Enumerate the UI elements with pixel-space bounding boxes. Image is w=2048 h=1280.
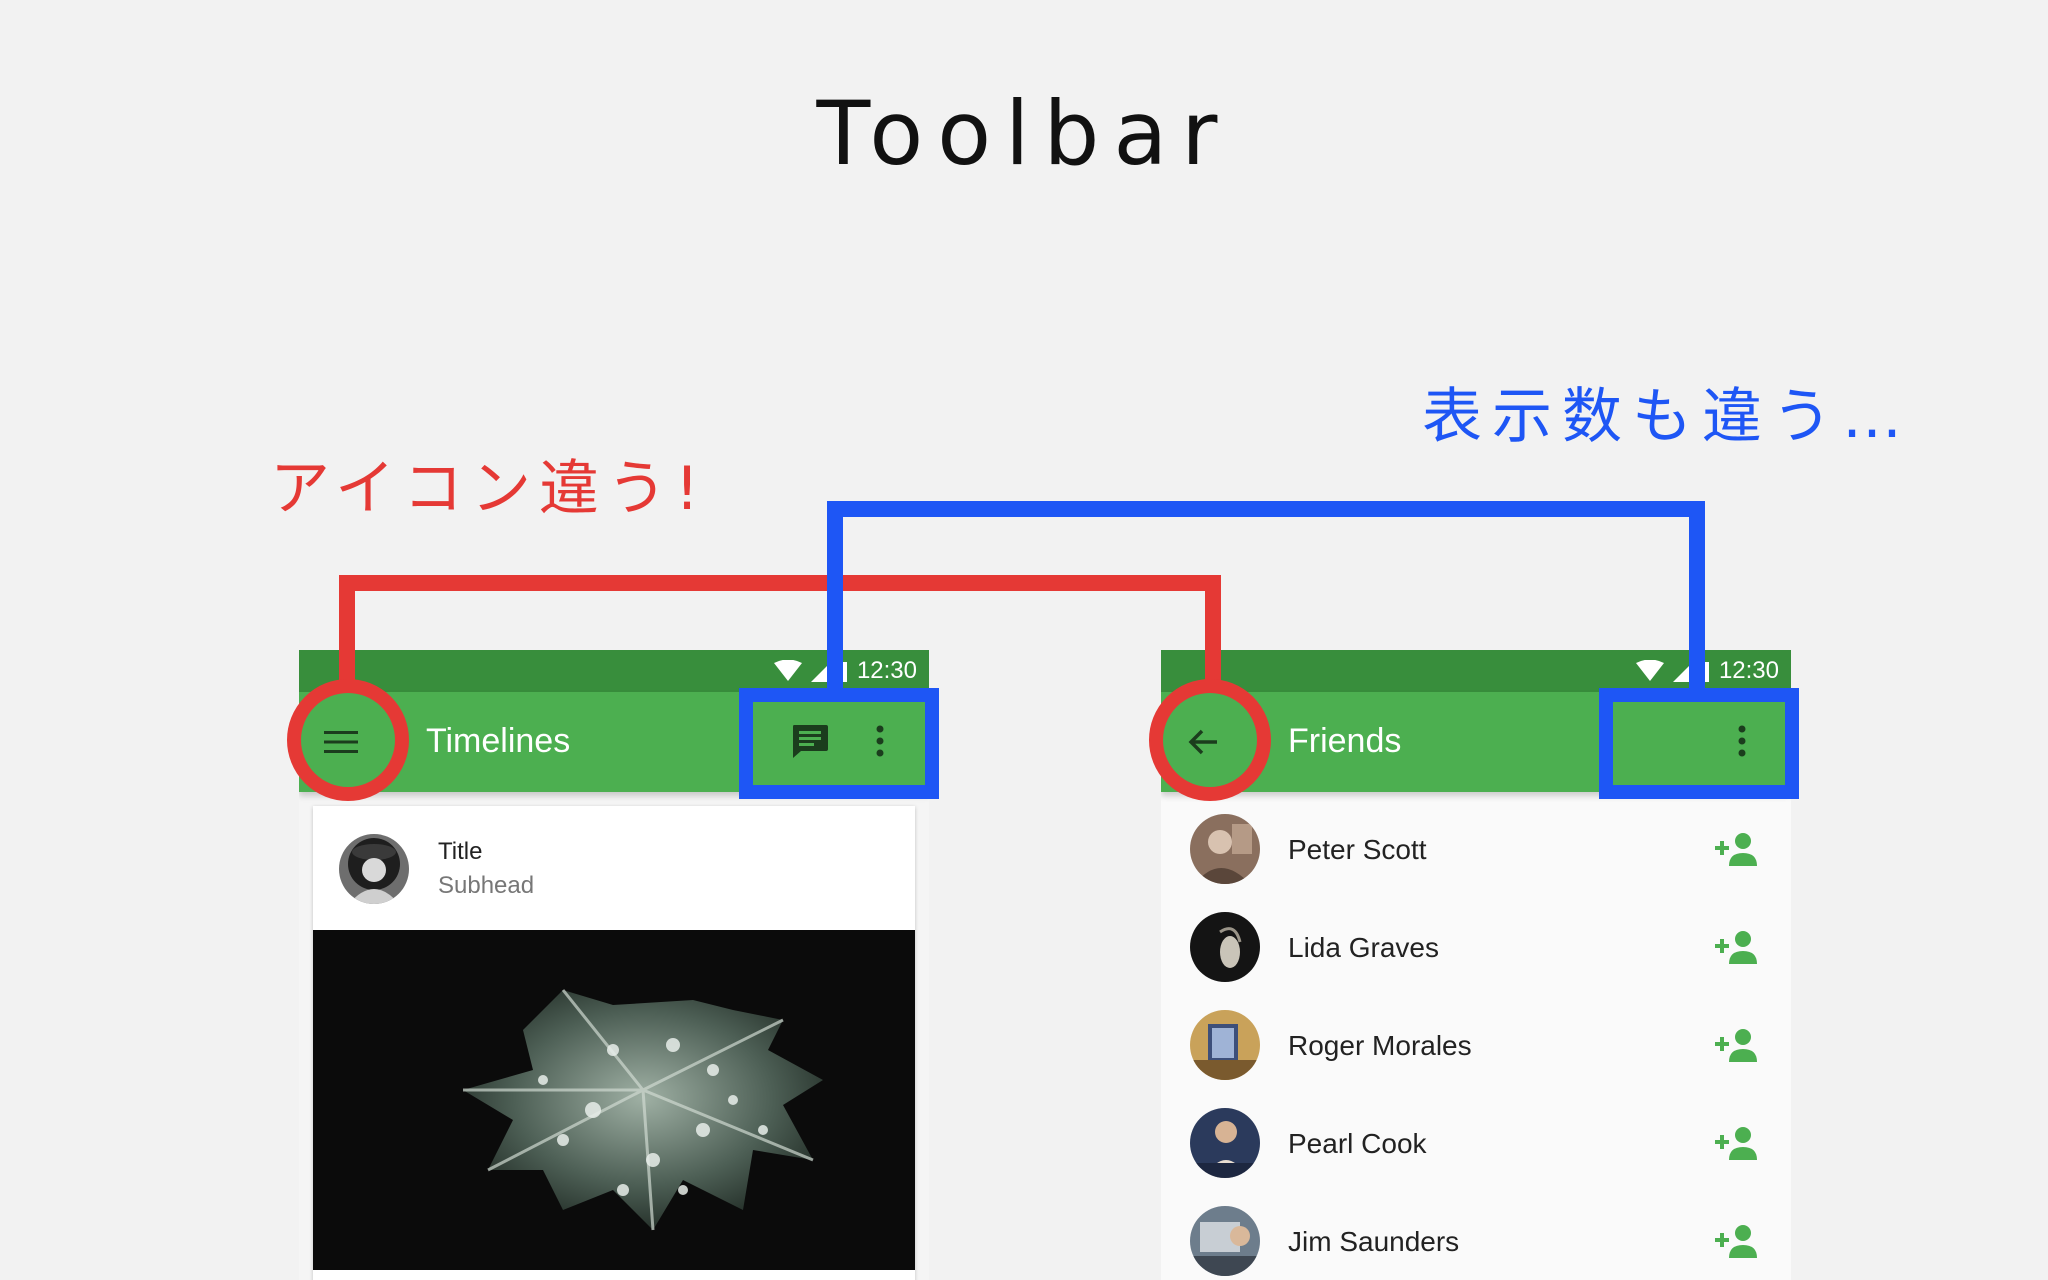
more-vert-icon [1738, 725, 1746, 757]
card-header: Title Subhead [313, 806, 915, 930]
toolbar-title: Friends [1288, 722, 1402, 760]
list-item[interactable]: Peter Scott [1161, 800, 1791, 898]
list-item[interactable]: Lida Graves [1161, 898, 1791, 996]
chat-button[interactable] [785, 716, 835, 766]
list-item[interactable]: Jim Saunders [1161, 1192, 1791, 1280]
status-time: 12:30 [856, 657, 917, 684]
battery-icon [842, 662, 847, 682]
timelines-screen: 12:30 Timelines [299, 650, 929, 1280]
toolbar: Friends [1161, 692, 1791, 792]
timeline-card[interactable]: Title Subhead [313, 806, 915, 1280]
friend-name: Pearl Cook [1288, 1128, 1427, 1159]
list-item[interactable]: Roger Morales [1161, 996, 1791, 1094]
battery-icon [1704, 662, 1709, 682]
avatar [1190, 814, 1260, 884]
list-item[interactable]: Pearl Cook [1161, 1094, 1791, 1192]
avatar [1190, 1108, 1260, 1178]
card-title: Title [438, 838, 483, 865]
signal-icon [810, 660, 833, 682]
friend-name: Roger Morales [1288, 1030, 1472, 1061]
avatar [1190, 1206, 1260, 1276]
card-subhead: Subhead [438, 872, 535, 899]
annotation-icon-differs: アイコン違う! [270, 454, 708, 524]
toolbar: Timelines [299, 692, 929, 792]
arrow-back-icon [1188, 729, 1217, 755]
person-add-icon[interactable] [1715, 928, 1759, 968]
status-time: 12:30 [1718, 657, 1779, 684]
more-options-button[interactable] [855, 716, 905, 766]
person-add-icon[interactable] [1715, 1222, 1759, 1262]
annotation-count-differs: 表示数も違う… [1422, 382, 1912, 452]
menu-button[interactable] [313, 714, 369, 770]
avatar [339, 834, 409, 904]
status-bar: 12:30 [299, 650, 929, 692]
more-options-button[interactable] [1717, 716, 1767, 766]
wifi-icon [1635, 660, 1664, 681]
friend-name: Jim Saunders [1288, 1226, 1460, 1257]
avatar [1190, 912, 1260, 982]
avatar [1190, 1010, 1260, 1080]
friend-name: Peter Scott [1288, 834, 1427, 865]
slide-title: Toolbar [816, 82, 1232, 185]
toolbar-title: Timelines [426, 722, 571, 760]
person-add-icon[interactable] [1715, 1026, 1759, 1066]
more-vert-icon [876, 725, 884, 757]
status-bar: 12:30 [1161, 650, 1791, 692]
signal-icon [1672, 660, 1695, 682]
friends-screen: 12:30 Friends Peter Scott Lida Graves [1161, 650, 1791, 1280]
chat-icon [793, 725, 828, 758]
person-add-icon[interactable] [1715, 830, 1759, 870]
card-media [313, 930, 915, 1270]
person-add-icon[interactable] [1715, 1124, 1759, 1164]
menu-icon [324, 731, 358, 753]
wifi-icon [773, 660, 802, 681]
friend-name: Lida Graves [1288, 932, 1439, 963]
back-button[interactable] [1175, 714, 1231, 770]
